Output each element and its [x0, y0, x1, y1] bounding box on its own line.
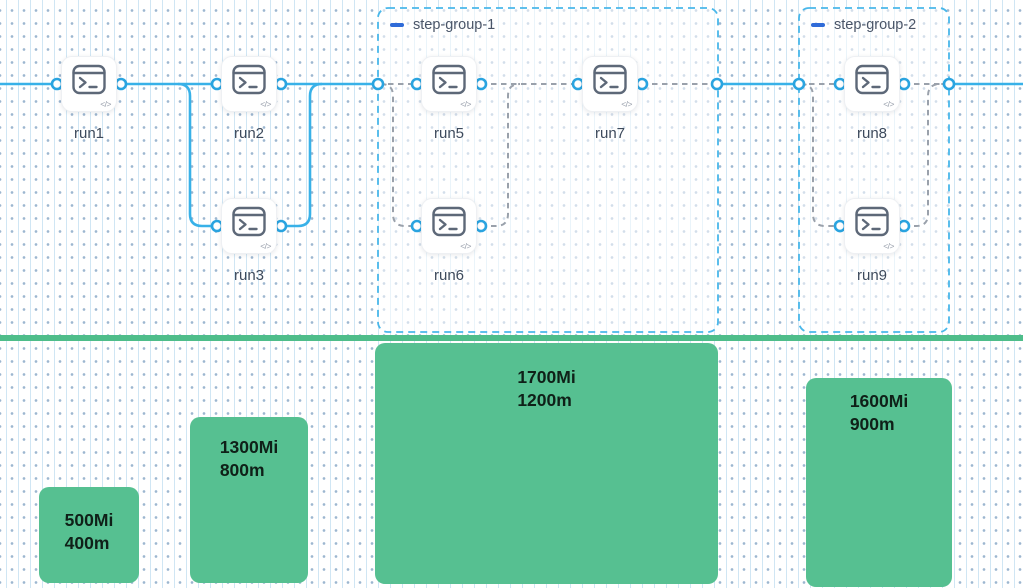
connection-port[interactable]: [710, 77, 724, 91]
resource-divider-line: [0, 335, 1023, 341]
connection-port[interactable]: [635, 77, 649, 91]
node-label-run1: run1: [73, 125, 105, 142]
connection-port[interactable]: [274, 219, 288, 233]
code-icon: </>: [460, 99, 471, 109]
resource-bar-label: 500Mi 400m: [65, 509, 114, 583]
terminal-icon: [432, 206, 466, 241]
resource-bar-3: 1700Mi 1200m: [375, 343, 718, 584]
node-run1[interactable]: </>: [61, 56, 117, 112]
node-label-run2: run2: [233, 125, 265, 142]
node-run2[interactable]: </>: [221, 56, 277, 112]
edge-dashed: [904, 83, 949, 227]
terminal-icon: [232, 206, 266, 241]
code-icon: </>: [260, 99, 271, 109]
connection-port[interactable]: [792, 77, 806, 91]
memory-value: 1600Mi: [849, 391, 909, 411]
code-icon: </>: [100, 99, 111, 109]
edge-dashed: [380, 83, 417, 227]
node-run9[interactable]: </>: [844, 198, 900, 254]
node-label-run7: run7: [594, 125, 626, 142]
connection-port[interactable]: [474, 219, 488, 233]
resource-bar-2: 1300Mi 800m: [190, 417, 308, 583]
cpu-value: 400m: [64, 533, 110, 554]
code-icon: </>: [260, 241, 271, 251]
node-run6[interactable]: </>: [421, 198, 477, 254]
group-dash-icon: [811, 23, 825, 27]
connection-port[interactable]: [942, 77, 956, 91]
resource-bar-label: 1700Mi 1200m: [517, 366, 575, 584]
group-header-step-group-1[interactable]: step-group-1: [390, 17, 495, 33]
cpu-value: 800m: [219, 460, 265, 481]
memory-value: 1300Mi: [219, 437, 279, 457]
group-label: step-group-1: [413, 17, 496, 33]
connection-port[interactable]: [897, 219, 911, 233]
cpu-value: 1200m: [517, 390, 572, 411]
memory-value: 1700Mi: [517, 367, 576, 387]
node-run7[interactable]: </>: [582, 56, 638, 112]
connection-port[interactable]: [274, 77, 288, 91]
resource-bar-1: 500Mi 400m: [39, 487, 139, 583]
code-icon: </>: [883, 241, 894, 251]
connection-port[interactable]: [371, 77, 385, 91]
cpu-value: 900m: [849, 414, 895, 435]
node-run5[interactable]: </>: [421, 56, 477, 112]
memory-value: 500Mi: [64, 510, 114, 530]
edge-dashed: [481, 83, 521, 227]
code-icon: </>: [621, 99, 632, 109]
node-label-run8: run8: [856, 125, 888, 142]
terminal-icon: [72, 64, 106, 99]
node-label-run9: run9: [856, 267, 888, 284]
group-header-step-group-2[interactable]: step-group-2: [811, 17, 916, 33]
code-icon: </>: [883, 99, 894, 109]
terminal-icon: [855, 206, 889, 241]
node-run3[interactable]: </>: [221, 198, 277, 254]
node-label-run5: run5: [433, 125, 465, 142]
edge-solid: [281, 82, 323, 228]
terminal-icon: [593, 64, 627, 99]
terminal-icon: [855, 64, 889, 99]
group-label: step-group-2: [834, 17, 917, 33]
group-dash-icon: [390, 23, 404, 27]
edge-dashed: [800, 83, 840, 227]
node-label-run6: run6: [433, 267, 465, 284]
node-run8[interactable]: </>: [844, 56, 900, 112]
node-label-run3: run3: [233, 267, 265, 284]
resource-bar-4: 1600Mi 900m: [806, 378, 952, 587]
terminal-icon: [232, 64, 266, 99]
code-icon: </>: [460, 241, 471, 251]
connection-port[interactable]: [114, 77, 128, 91]
resource-bar-label: 1300Mi 800m: [220, 436, 278, 583]
connection-port[interactable]: [897, 77, 911, 91]
resource-bar-label: 1600Mi 900m: [850, 390, 908, 587]
terminal-icon: [432, 64, 466, 99]
edge-solid: [177, 82, 217, 228]
connection-port[interactable]: [474, 77, 488, 91]
